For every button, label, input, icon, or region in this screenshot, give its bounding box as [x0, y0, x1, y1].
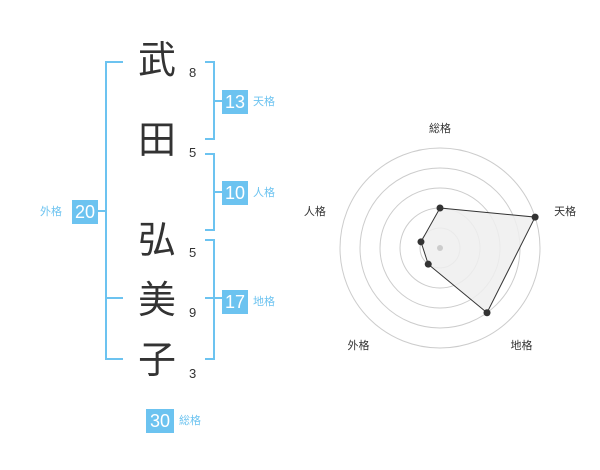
radar-point-2: [531, 213, 539, 221]
radar-data-area: [420, 207, 536, 314]
jinkaku-label: 人格: [253, 186, 275, 199]
radar-axis-label-3: 地格: [511, 338, 533, 352]
stroke-count-4: 9: [189, 305, 197, 320]
soukaku-value-badge: 30: [146, 409, 174, 433]
radar-point-5: [417, 238, 425, 246]
tenkaku-bracket: [205, 61, 215, 140]
jinkaku-bracket: [205, 153, 215, 231]
gaikaku-label: 外格: [40, 205, 62, 218]
radar-axis-label-2: 天格: [554, 204, 576, 218]
radar-point-3: [483, 309, 491, 317]
name-char-4: 美: [137, 278, 176, 322]
name-char-1: 武: [137, 38, 176, 82]
radar-point-4: [424, 260, 432, 268]
stroke-count-5: 3: [189, 366, 197, 381]
tenkaku-label: 天格: [253, 95, 275, 108]
chikaku-value-badge: 17: [222, 290, 248, 314]
gaikaku-bracket: [105, 61, 123, 360]
radar-axis-label-1: 総格: [429, 121, 451, 135]
stroke-count-3: 5: [189, 245, 197, 260]
chikaku-bracket: [205, 239, 215, 360]
radar-point-1: [436, 204, 444, 212]
name-char-2: 田: [137, 118, 176, 162]
stroke-count-1: 8: [189, 65, 197, 80]
name-char-5: 子: [137, 338, 176, 382]
soukaku-label: 総格: [179, 414, 201, 427]
tenkaku-value-badge: 13: [222, 90, 248, 114]
chikaku-label: 地格: [253, 295, 275, 308]
radar-axis-label-5: 人格: [304, 204, 326, 218]
gaikaku-value-badge: 20: [72, 200, 98, 224]
name-char-3: 弘: [137, 218, 176, 262]
jinkaku-value-badge: 10: [222, 181, 248, 205]
stroke-count-2: 5: [189, 145, 197, 160]
radar-axis-label-4: 外格: [348, 338, 370, 352]
radar-center-dot: [437, 245, 443, 251]
radar-grid-ring: [339, 147, 541, 349]
